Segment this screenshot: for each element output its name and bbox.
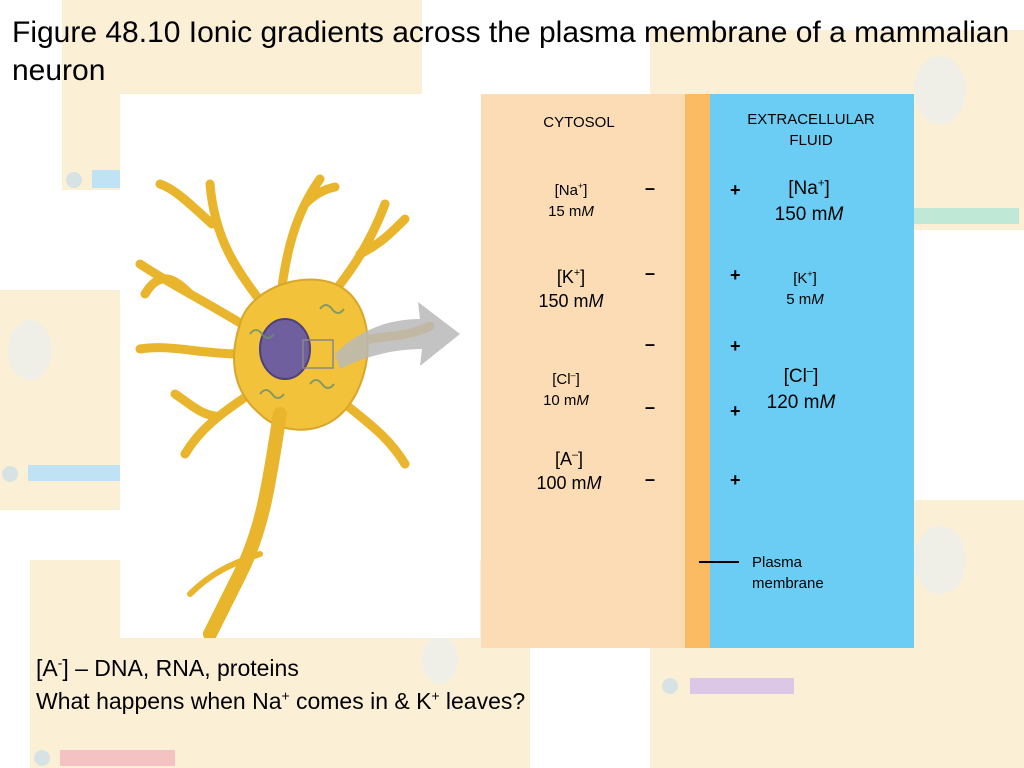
- plus-sign: +: [730, 401, 741, 421]
- footer-notes: [A-] – DNA, RNA, proteins What happens w…: [36, 652, 525, 718]
- membrane-diagram: CYTOSOL EXTRACELLULAR FLUID [Na+] 15 mM …: [481, 94, 914, 648]
- plus-sign: +: [730, 336, 741, 356]
- plus-sign: +: [730, 180, 741, 200]
- background-blue-bar-2: [28, 465, 120, 481]
- minus-sign: –: [645, 397, 656, 417]
- footer-line-1: [A-] – DNA, RNA, proteins: [36, 655, 299, 681]
- plus-sign: +: [730, 265, 741, 285]
- background-pink-bar: [60, 750, 175, 766]
- cytosol-region: [481, 94, 685, 648]
- plasma-membrane-label: Plasma membrane: [752, 552, 824, 594]
- plus-sign: +: [730, 470, 741, 490]
- cytosol-k-label: [K+] 150 mM: [538, 267, 604, 311]
- neuron-illustration-panel: [120, 94, 480, 641]
- cytosol-label: CYTOSOL: [543, 114, 615, 131]
- plasma-membrane-label-line1: Plasma: [752, 554, 803, 571]
- background-purple-bar: [690, 678, 794, 694]
- membrane-pointer-line: [699, 561, 739, 563]
- minus-sign: –: [645, 334, 656, 354]
- footer-line-2: What happens when Na+ comes in & K+ leav…: [36, 688, 526, 714]
- cytosol-na-label: [Na+] 15 mM: [548, 181, 594, 221]
- minus-sign: –: [645, 263, 656, 283]
- neuron-illustration: [135, 174, 460, 641]
- background-blue-bar: [92, 170, 120, 188]
- minus-sign: –: [645, 469, 656, 489]
- plasma-membrane-region: [685, 94, 710, 648]
- extracellular-label: EXTRACELLULAR FLUID: [713, 109, 909, 151]
- extracellular-na-label: [Na+] 150 mM: [774, 177, 844, 225]
- extracellular-cl-label: [Cl–] 120 mM: [766, 365, 836, 413]
- background-green-bar: [914, 208, 1019, 224]
- cytosol-a-label: [A–] 100 mM: [536, 449, 602, 493]
- extracellular-k-label: [K+] 5 mM: [786, 269, 824, 309]
- cytosol-cl-label: [Cl–] 10 mM: [543, 370, 589, 410]
- slide-title: Figure 48.10 Ionic gradients across the …: [12, 16, 1010, 87]
- extracellular-region: [710, 94, 914, 648]
- extracellular-label-line2: FLUID: [789, 132, 833, 149]
- minus-sign: –: [645, 178, 656, 198]
- extracellular-label-line1: EXTRACELLULAR: [747, 111, 875, 128]
- plasma-membrane-label-line2: membrane: [752, 575, 824, 592]
